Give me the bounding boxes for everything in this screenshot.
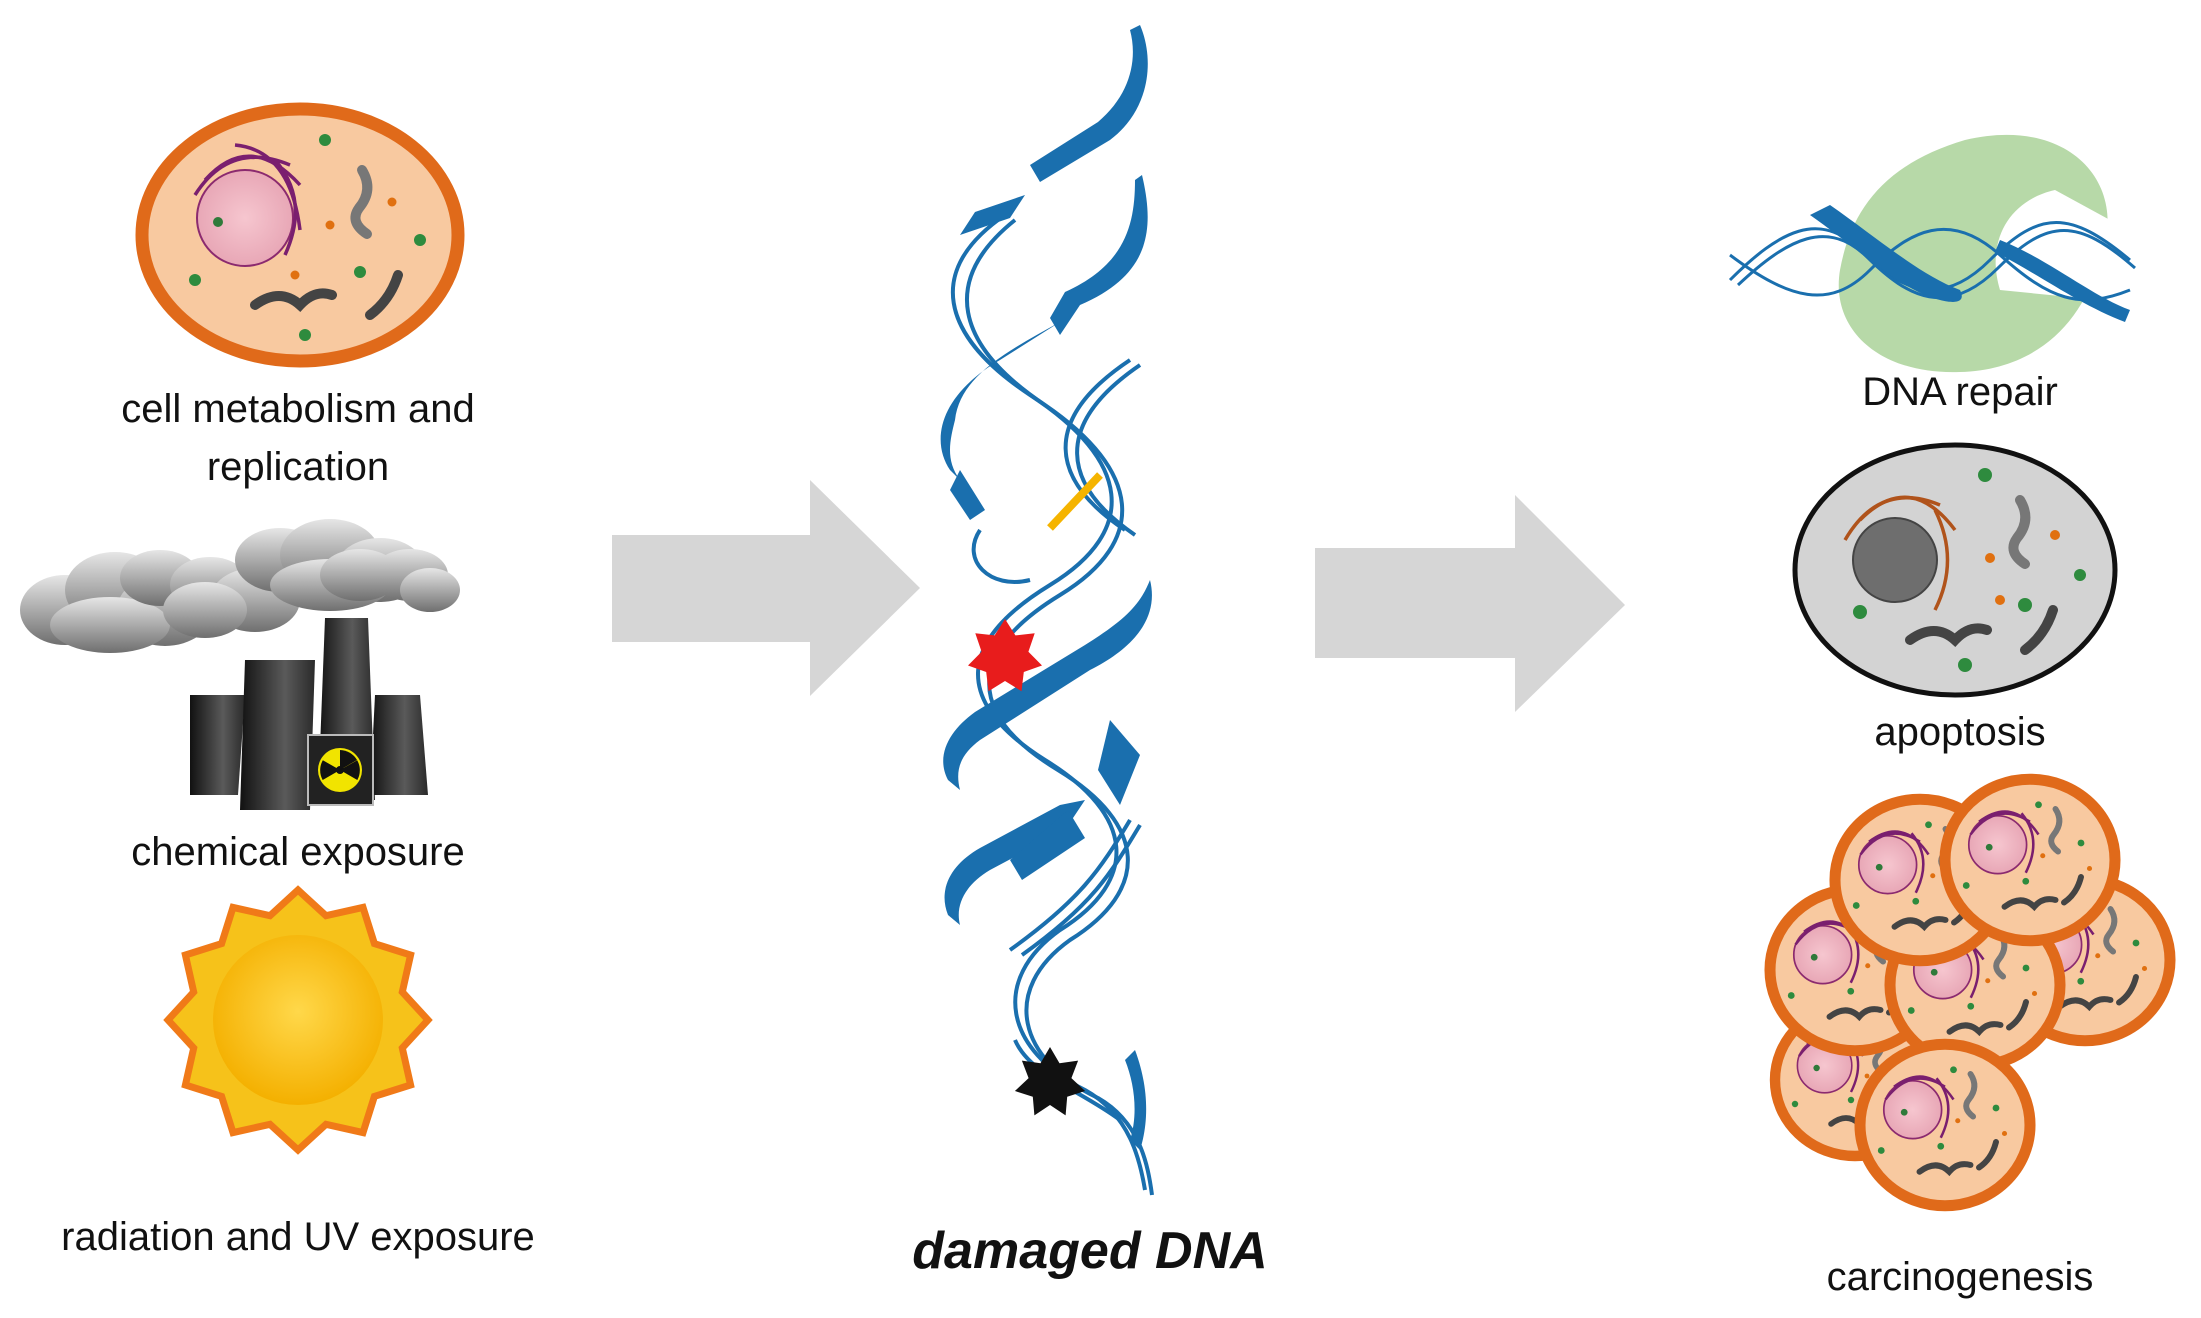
- radiation-hazard-icon: [318, 748, 362, 792]
- outcome-apoptosis-label: apoptosis: [1874, 710, 2045, 754]
- cause-metabolism-label-line2: replication: [207, 445, 389, 489]
- right-arrow-1: [612, 480, 920, 696]
- dna-repair-icon: [1728, 134, 2136, 373]
- cause-radiation-label: radiation and UV exposure: [61, 1215, 535, 1259]
- cause-metabolism-label-line1: cell metabolism and: [121, 387, 475, 431]
- damaged-dna-helix: [940, 25, 1154, 1196]
- damage-red-star-icon: [968, 619, 1042, 692]
- tumor-cell-cluster-icon: [1770, 779, 2170, 1206]
- outcome-carcinogenesis-label: carcinogenesis: [1827, 1255, 2094, 1299]
- right-arrow-2: [1315, 495, 1625, 712]
- factory-pollution-icon: [20, 519, 460, 810]
- sun-icon: [163, 885, 433, 1155]
- metabolic-cell-icon: [135, 102, 465, 368]
- cloud-icon: [20, 519, 460, 653]
- damaged-dna-label: damaged DNA: [912, 1222, 1267, 1280]
- mismatch-base-marker: [1047, 472, 1103, 531]
- cause-chemical-label: chemical exposure: [131, 830, 465, 874]
- apoptotic-cell-icon: [1792, 442, 2118, 698]
- outcome-repair-label: DNA repair: [1862, 370, 2058, 414]
- damage-black-star-icon: [1014, 1047, 1086, 1116]
